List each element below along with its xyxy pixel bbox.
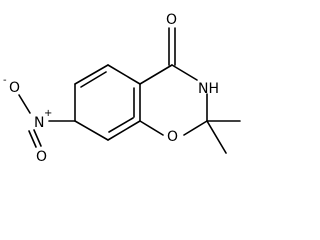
bond — [139, 64, 173, 85]
carbonyl-group — [168, 27, 176, 66]
bond — [33, 129, 42, 147]
nitro-nitrogen-charge: + — [44, 108, 52, 119]
bond — [107, 120, 141, 141]
bond — [139, 120, 164, 136]
atom-label-carbonyl-oxygen: O — [166, 12, 177, 28]
bond — [28, 130, 37, 148]
bond — [107, 64, 141, 85]
molecule-drawing: O NH O N + O O - — [3, 12, 241, 165]
bond — [183, 120, 208, 136]
methyl-bond — [206, 120, 227, 154]
nitro-oxygen-charge: - — [3, 75, 7, 86]
atom-label-nitro-oxygen-single: O — [9, 80, 20, 96]
nitro-group — [18, 94, 76, 148]
bond — [74, 120, 109, 141]
oxazinone-ring — [139, 64, 208, 136]
double-bond-inner — [80, 71, 107, 88]
gem-dimethyl-group — [206, 120, 241, 154]
atom-label-ring-oxygen: O — [167, 129, 178, 145]
atom-label-nitro-oxygen-double: O — [36, 149, 47, 165]
structure-canvas: O NH O N + O O - — [3, 12, 241, 165]
atom-label-nitro-nitrogen: N — [34, 115, 44, 131]
atom-label-ring-nitrogen: NH — [198, 81, 219, 97]
double-bond-inner — [108, 117, 134, 133]
bond — [18, 94, 31, 114]
bond — [74, 64, 109, 85]
benzene-ring — [74, 64, 141, 141]
bond — [171, 64, 198, 81]
